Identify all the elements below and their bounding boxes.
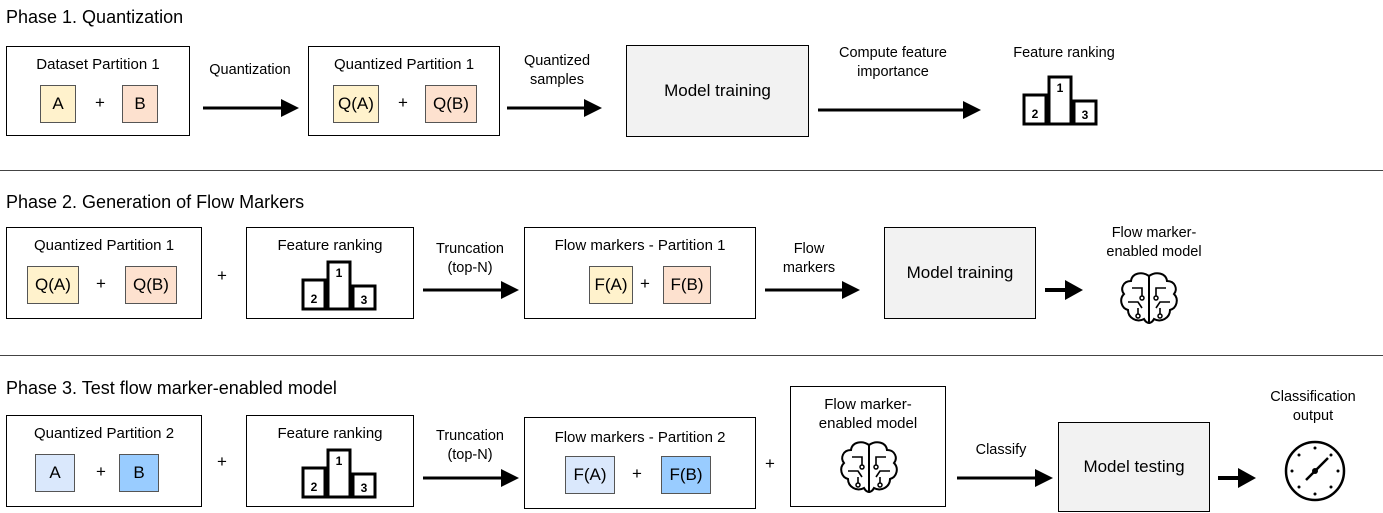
podium-third-label: 3: [1082, 108, 1089, 122]
truncation-label: Truncation (top-N): [436, 241, 504, 276]
tile-b: B: [119, 454, 159, 492]
arrow-right-icon: [423, 469, 519, 487]
podium-second-label: 2: [311, 480, 318, 494]
tile-qa: Q(A): [333, 85, 379, 123]
model-training-box: Model training: [884, 227, 1036, 319]
feature-ranking-label: Feature ranking: [1013, 45, 1115, 61]
compute-importance-label: Compute feature importance: [838, 45, 947, 80]
quantized-partition-box: Quantized Partition 1 Q(A) + Q(B): [6, 227, 202, 319]
arrow-right-icon: [818, 101, 981, 119]
podium-first-label: 1: [1057, 81, 1064, 95]
phase3-title: Phase 3. Test flow marker-enabled model: [6, 378, 337, 398]
brain-circuit-icon: [840, 441, 898, 494]
tile-a: A: [35, 454, 75, 492]
dataset-partition-title: Dataset Partition 1: [36, 56, 160, 73]
plus-sign: +: [96, 274, 106, 293]
phase-divider: [0, 170, 1383, 171]
gauge-icon: [1284, 440, 1346, 502]
phase-divider: [0, 355, 1383, 356]
flow-marker-model-box: Flow marker- enabled model: [790, 386, 946, 507]
arrow-right-icon: [957, 469, 1053, 487]
podium-third-label: 3: [361, 293, 368, 307]
podium-icon: 1 2 3: [301, 448, 377, 499]
phase1-title: Phase 1. Quantization: [6, 7, 184, 27]
quantized-partition-box: Quantized Partition 1 Q(A) + Q(B): [308, 46, 500, 136]
tile-b: B: [122, 85, 158, 123]
flow-markers-arrow-label: Flow markers: [782, 241, 836, 276]
tile-fb: F(B): [663, 266, 711, 304]
model-training-label: Model training: [906, 263, 1014, 282]
tile-fa: F(A): [565, 456, 615, 494]
arrow-right-icon: [765, 281, 860, 299]
arrow-right-icon: [423, 281, 519, 299]
podium-second-label: 2: [1032, 107, 1039, 121]
podium-icon: 1 2 3: [301, 260, 377, 311]
model-testing-label: Model testing: [1083, 457, 1185, 476]
classify-label: Classify: [975, 442, 1027, 458]
tile-a: A: [40, 85, 76, 123]
quantized-partition-box: Quantized Partition 2 A + B: [6, 415, 202, 507]
podium-first-label: 1: [336, 266, 343, 280]
flow-markers-box: Flow markers - Partition 1 F(A) + F(B): [524, 227, 756, 319]
arrow-right-icon: [1218, 468, 1256, 488]
dataset-partition-box: Dataset Partition 1 A + B: [6, 46, 190, 136]
flow-markers-box: Flow markers - Partition 2 F(A) + F(B): [524, 417, 756, 509]
tile-qb: Q(B): [125, 266, 177, 304]
quantized-partition-title: Quantized Partition 1: [333, 56, 475, 73]
tile-fb: F(B): [661, 456, 711, 494]
plus-sign: +: [640, 274, 650, 293]
tile-qb: Q(B): [425, 85, 477, 123]
podium-first-label: 1: [336, 454, 343, 468]
classification-output-label: Classification output: [1270, 389, 1356, 424]
arrow-right-icon: [1045, 280, 1083, 300]
plus-sign: +: [632, 464, 642, 483]
feature-ranking-title: Feature ranking: [277, 425, 383, 442]
quantized-partition-title: Quantized Partition 1: [33, 237, 175, 254]
feature-ranking-title: Feature ranking: [277, 237, 383, 254]
plus-sign: +: [217, 452, 227, 471]
model-training-box: Model training: [626, 45, 809, 137]
quantization-arrow-label: Quantization: [209, 62, 291, 78]
feature-ranking-box: Feature ranking 1 2 3: [246, 415, 414, 507]
plus-sign: +: [765, 454, 775, 473]
flow-marker-model-title: Flow marker- enabled model: [818, 396, 918, 432]
flow-markers-title: Flow markers - Partition 1: [554, 237, 726, 254]
model-training-label: Model training: [664, 81, 771, 100]
arrow-right-icon: [507, 99, 602, 117]
feature-ranking-box: Feature ranking 1 2 3: [246, 227, 414, 319]
podium-icon: 1 2 3: [1022, 75, 1098, 126]
truncation-label: Truncation (top-N): [436, 428, 504, 463]
podium-third-label: 3: [361, 481, 368, 495]
plus-sign: +: [95, 93, 105, 112]
arrow-right-icon: [203, 99, 299, 117]
flow-marker-model-label: Flow marker- enabled model: [1106, 225, 1202, 260]
phase2-title: Phase 2. Generation of Flow Markers: [6, 192, 305, 212]
model-testing-box: Model testing: [1058, 422, 1210, 512]
podium-second-label: 2: [311, 292, 318, 306]
tile-qa: Q(A): [27, 266, 79, 304]
flow-markers-title: Flow markers - Partition 2: [554, 429, 726, 446]
plus-sign: +: [398, 93, 408, 112]
quantized-samples-label: Quantized samples: [523, 53, 591, 88]
quantized-partition-title: Quantized Partition 2: [33, 425, 175, 442]
plus-sign: +: [217, 266, 227, 285]
tile-fa: F(A): [589, 266, 633, 304]
plus-sign: +: [96, 462, 106, 481]
brain-circuit-icon: [1120, 272, 1178, 325]
